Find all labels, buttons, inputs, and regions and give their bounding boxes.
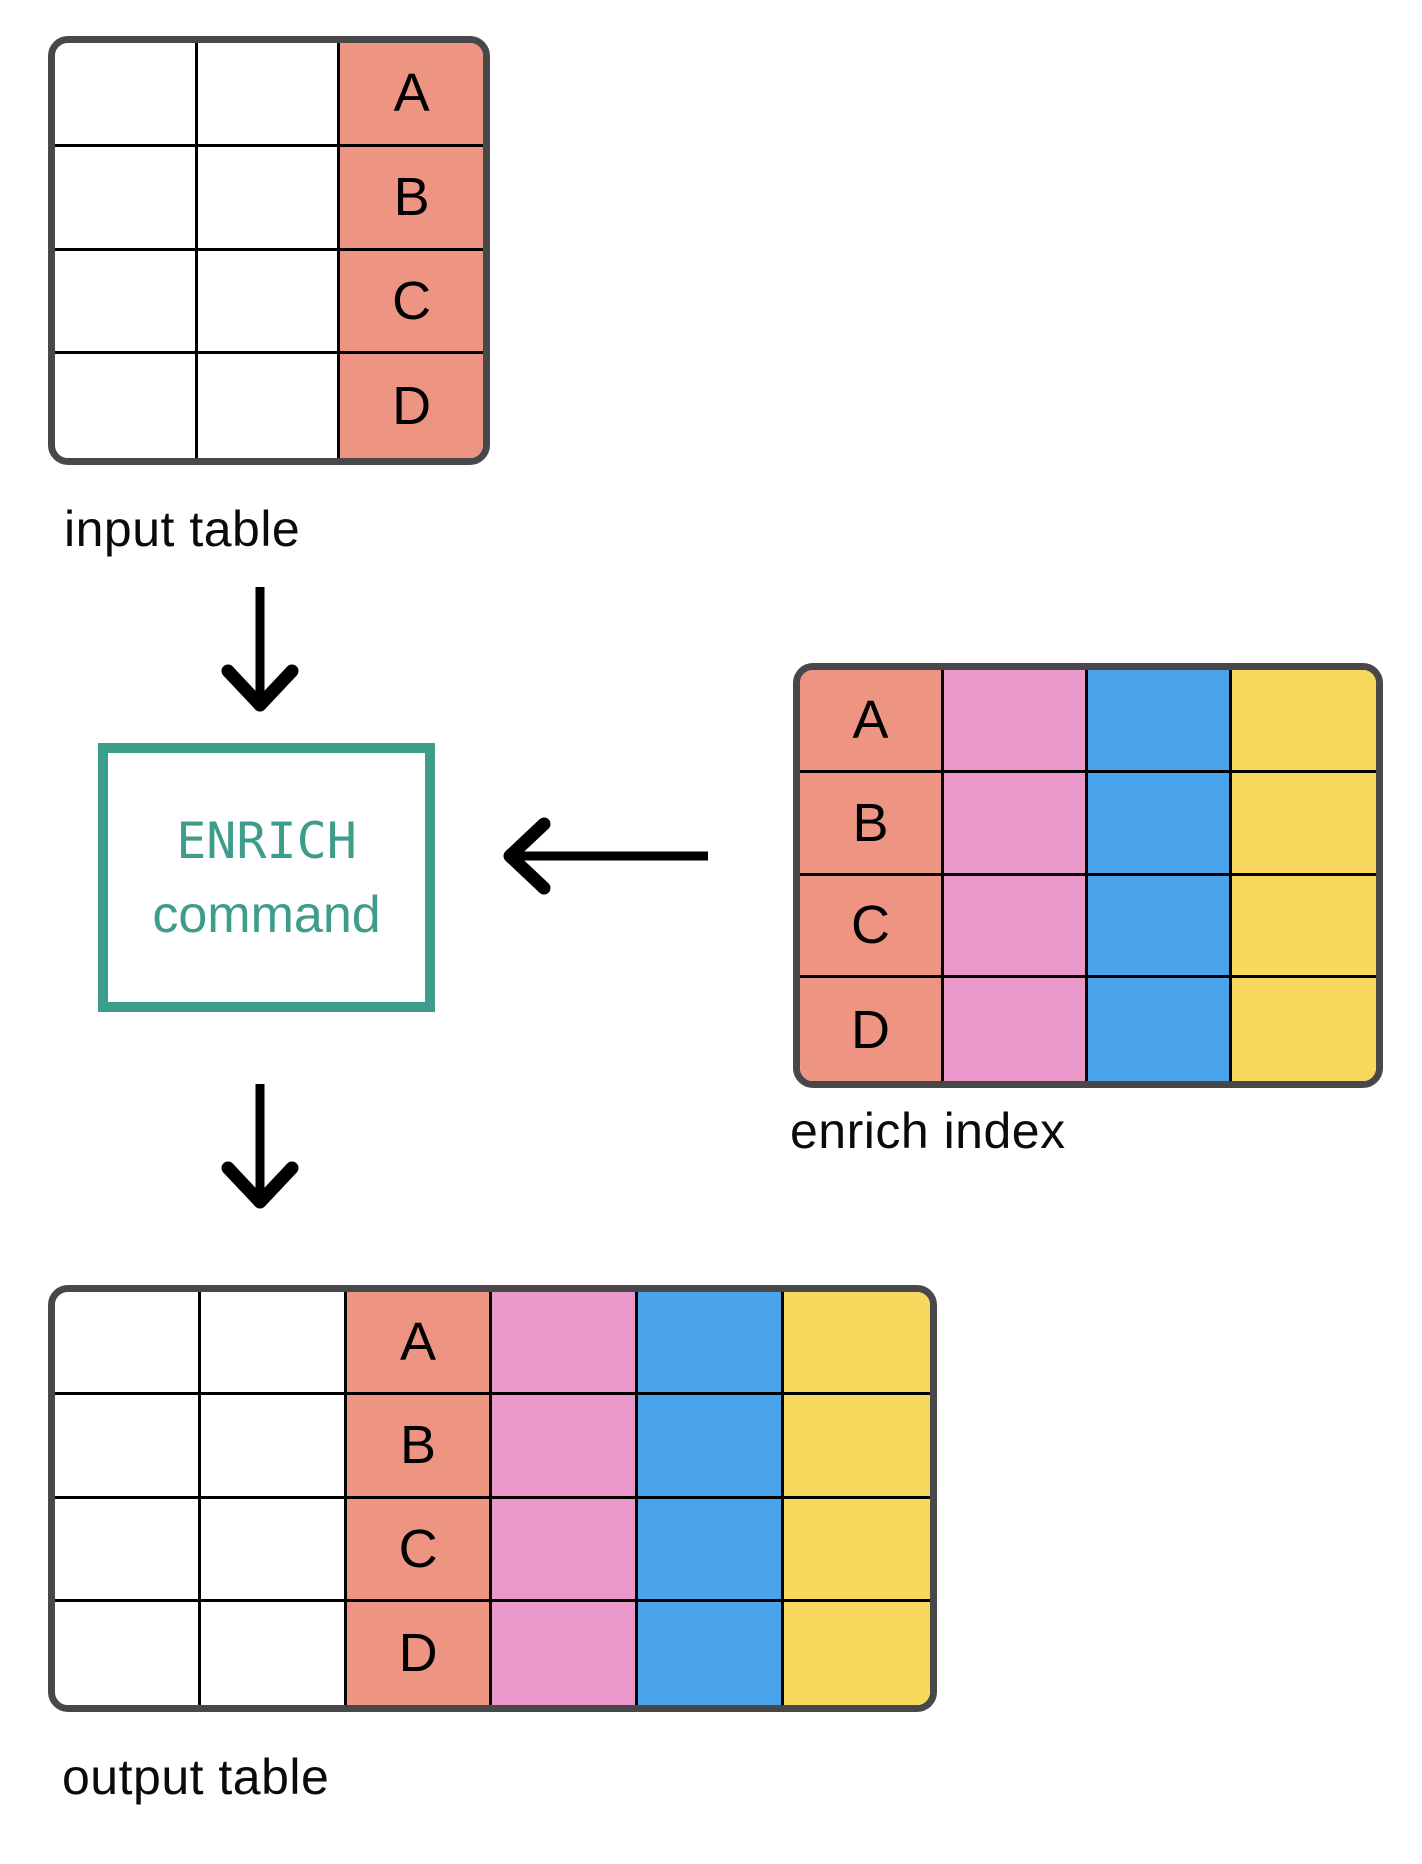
table-cell (492, 1498, 639, 1602)
table-cell (1088, 670, 1232, 773)
table-cell (55, 1498, 201, 1602)
table-cell (638, 1498, 785, 1602)
table-cell (492, 1601, 639, 1705)
table-cell: C (340, 250, 483, 355)
table-cell: B (800, 772, 944, 876)
table-cell (197, 43, 341, 147)
table-cell (55, 1395, 201, 1499)
table-cell (1088, 978, 1232, 1081)
table-cell: B (340, 146, 483, 251)
arrow-down-command-to-output (221, 1084, 299, 1209)
table-cell (784, 1292, 930, 1396)
enrich-index-label: enrich index (790, 1103, 1066, 1159)
table-cell (55, 1601, 201, 1705)
table-cell (944, 772, 1088, 876)
table-cell: A (800, 670, 944, 773)
table-cell (1088, 875, 1232, 979)
table-cell (197, 250, 341, 355)
table-cell (784, 1601, 930, 1705)
table-cell (200, 1292, 347, 1396)
table-cell (1088, 772, 1232, 876)
table-cell (197, 354, 341, 458)
table-cell: C (346, 1498, 493, 1602)
table-cell (492, 1292, 639, 1396)
table-cell: C (800, 875, 944, 979)
table-cell (200, 1601, 347, 1705)
table-cell (55, 354, 198, 458)
table-cell (197, 146, 341, 251)
table-cell (1232, 670, 1376, 773)
table-cell (1232, 772, 1376, 876)
table-cell: D (800, 978, 944, 1081)
table-cell: A (340, 43, 483, 147)
table-cell: D (346, 1601, 493, 1705)
enrich-command-box: ENRICH command (98, 743, 435, 1012)
table-cell (638, 1601, 785, 1705)
table-cell (638, 1395, 785, 1499)
table-cell (784, 1395, 930, 1499)
table-cell (55, 43, 198, 147)
table-cell (944, 670, 1088, 773)
enrich-command-keyword: ENRICH (176, 811, 357, 870)
table-cell (492, 1395, 639, 1499)
table-cell (944, 978, 1088, 1081)
table-cell (200, 1395, 347, 1499)
table-cell (1232, 978, 1376, 1081)
output-table-label: output table (62, 1749, 330, 1805)
enrich-command-word: command (152, 885, 381, 944)
table-cell (784, 1498, 930, 1602)
arrow-left-index-to-command (503, 817, 708, 895)
arrow-down-input-to-command (221, 587, 299, 712)
table-cell (944, 875, 1088, 979)
table-cell (638, 1292, 785, 1396)
table-cell: D (340, 354, 483, 458)
table-cell (200, 1498, 347, 1602)
input-table-label: input table (64, 501, 301, 557)
table-cell (55, 1292, 201, 1396)
table-cell (55, 146, 198, 251)
table-cell (55, 250, 198, 355)
table-cell (1232, 875, 1376, 979)
table-cell: A (346, 1292, 493, 1396)
table-cell: B (346, 1395, 493, 1499)
